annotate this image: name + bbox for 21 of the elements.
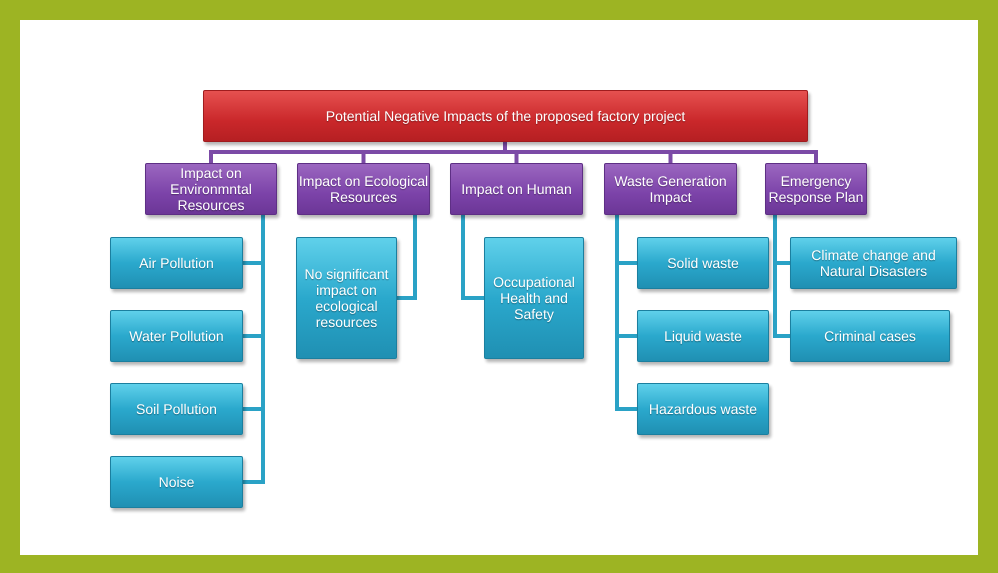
title-box: Potential Negative Impacts of the proposed factory project — [203, 90, 808, 142]
item-box: Noise — [110, 456, 243, 508]
category-box: Impact on Ecological Resources — [297, 163, 430, 215]
item-box: Solid waste — [637, 237, 769, 289]
item-box: Hazardous waste — [637, 383, 769, 435]
connector-line — [503, 142, 818, 163]
item-box: Criminal cases — [790, 310, 950, 362]
item-box: Liquid waste — [637, 310, 769, 362]
item-box: Soil Pollution — [110, 383, 243, 435]
category-box: Emergency Response Plan — [765, 163, 867, 215]
connector-line — [243, 215, 265, 484]
category-box: Impact on Environmntal Resources — [145, 163, 277, 215]
item-box: Occupational Health and Safety — [484, 237, 584, 359]
connector-line — [397, 215, 417, 300]
item-box: No significant impact on ecological resources — [296, 237, 397, 359]
connector-line — [461, 215, 484, 300]
item-box: Climate change and Natural Disasters — [790, 237, 957, 289]
item-box: Water Pollution — [110, 310, 243, 362]
item-box: Air Pollution — [110, 237, 243, 289]
category-box: Impact on Human — [450, 163, 583, 215]
category-box: Waste Generation Impact — [604, 163, 737, 215]
